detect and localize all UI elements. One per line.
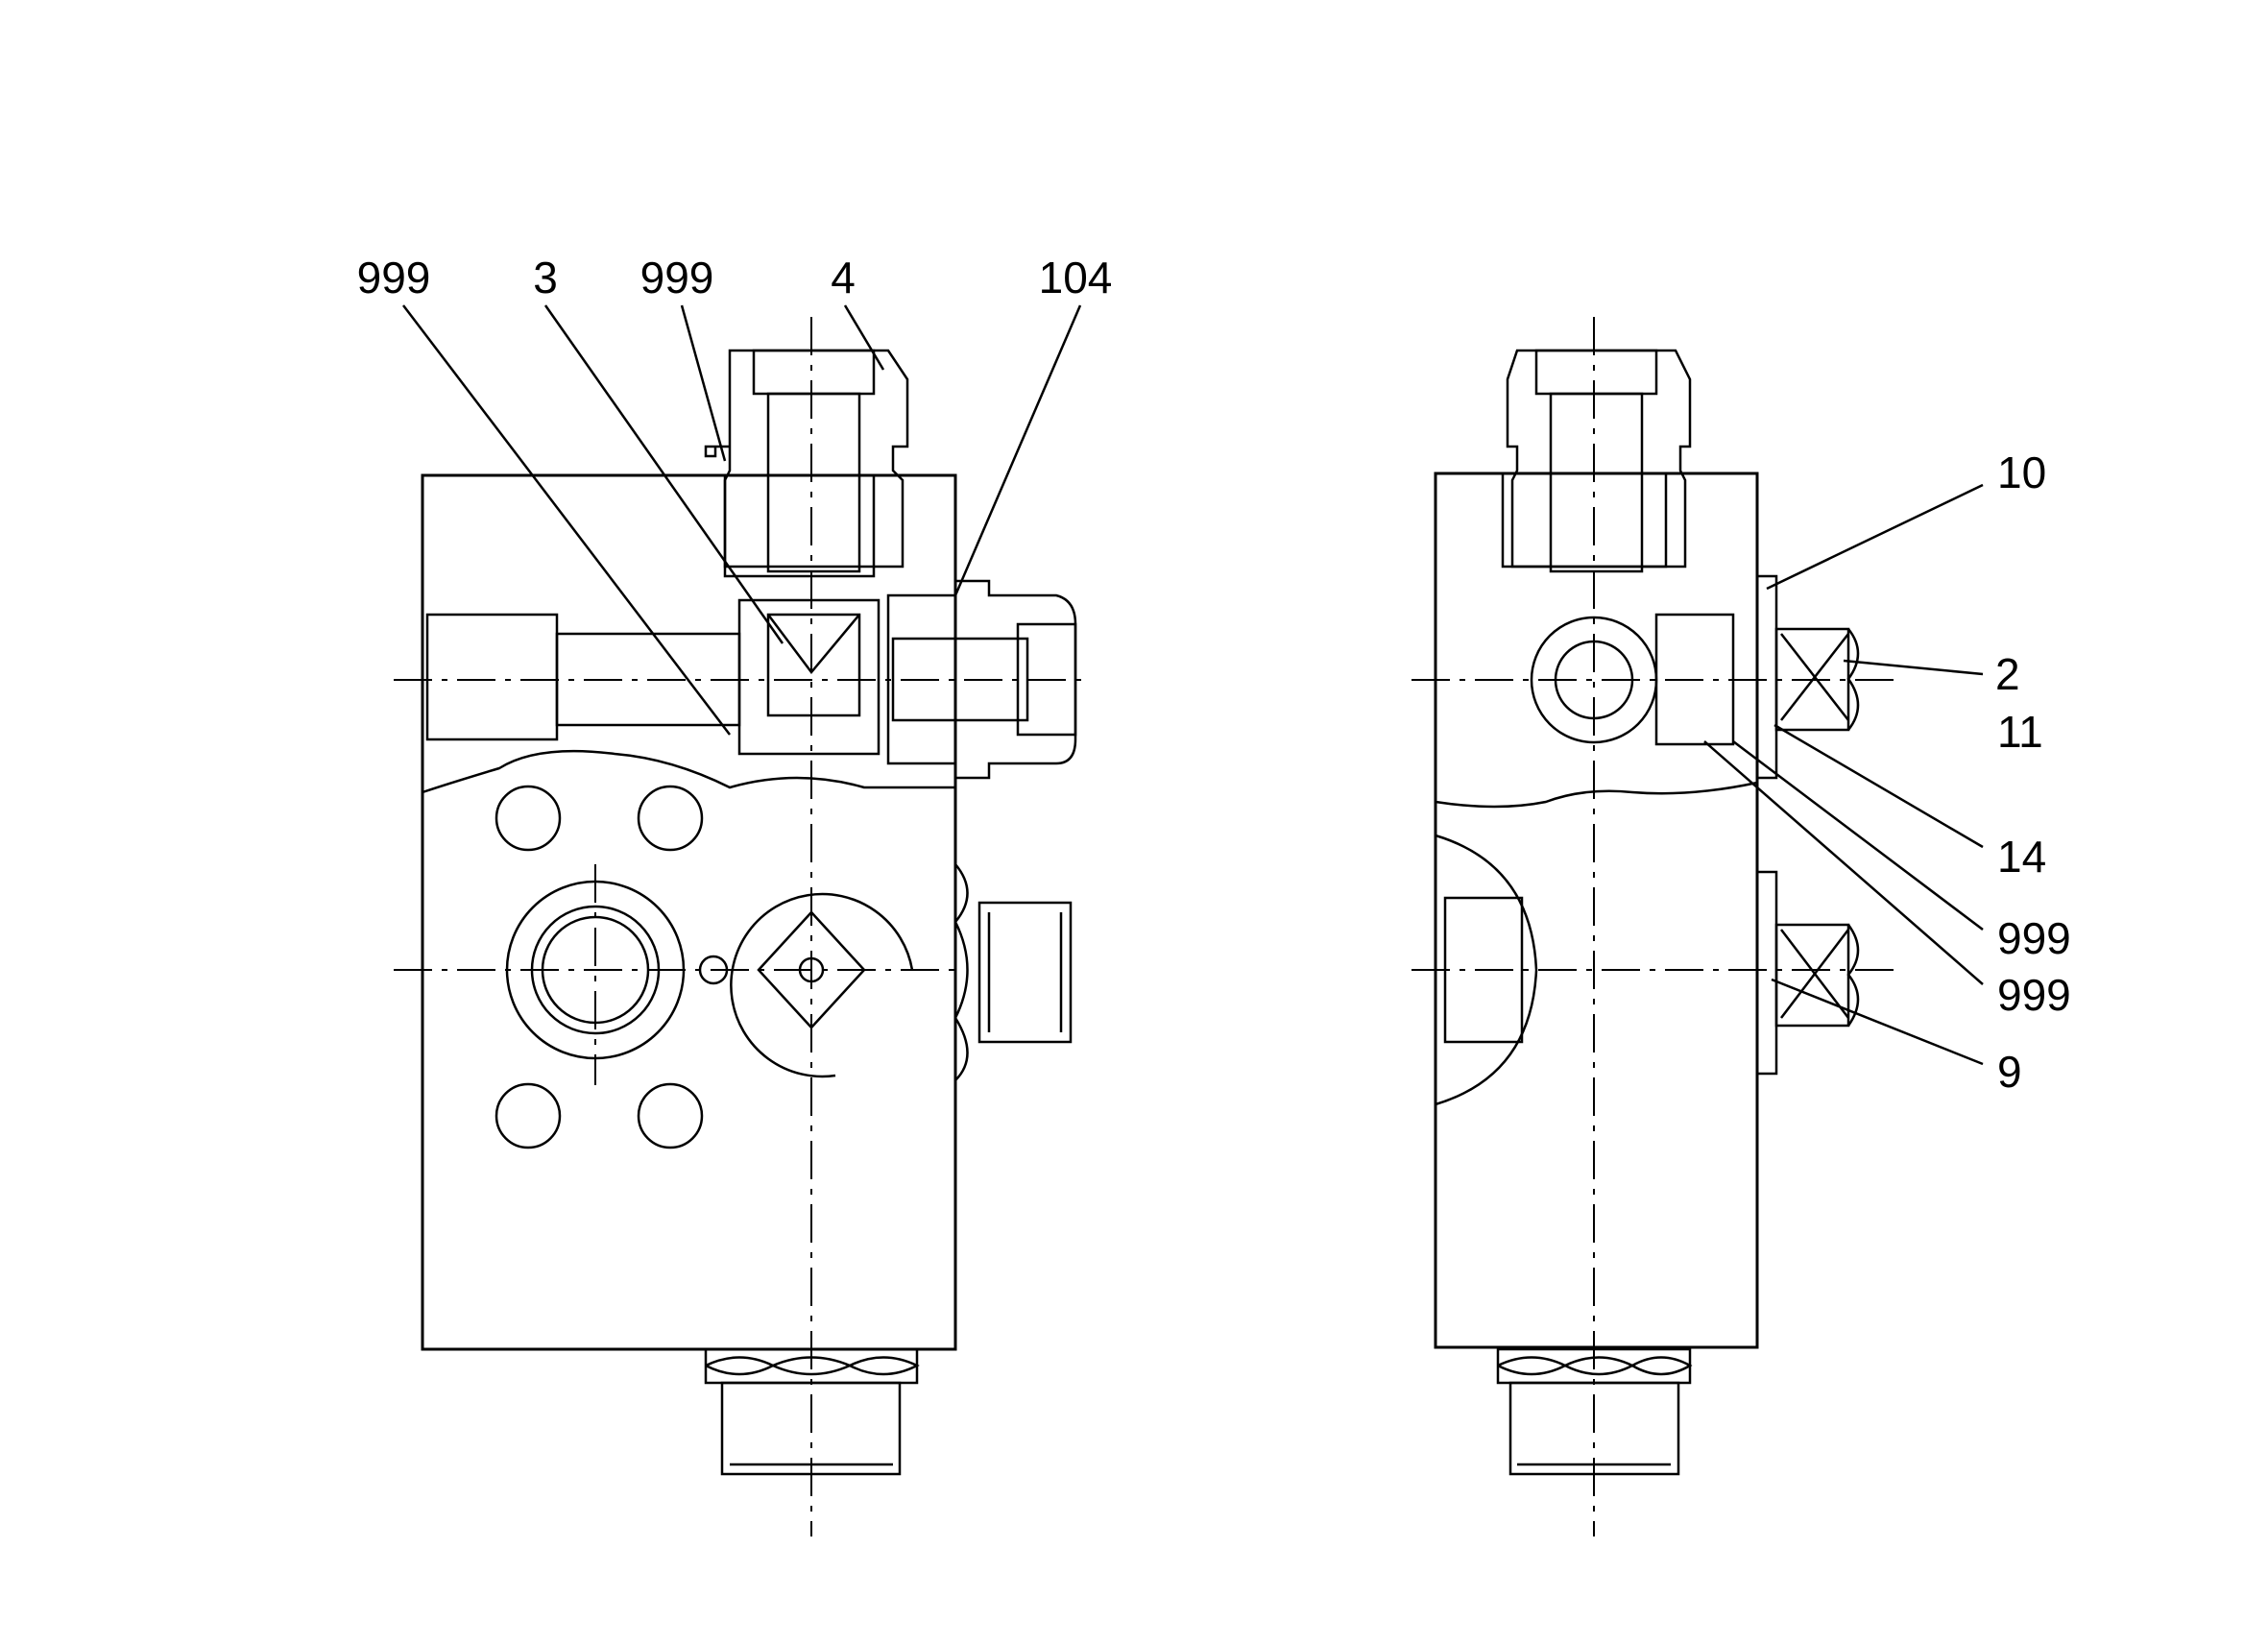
leader-4 [843, 304, 885, 371]
left-horizontal-bore [425, 613, 559, 741]
callout-9: 9 [1997, 1047, 2022, 1097]
leader-999-lower-right [1703, 740, 1984, 985]
right-view [1411, 317, 1896, 1536]
left-port-lower-right [637, 1082, 704, 1149]
callout-104: 104 [1039, 253, 1113, 302]
right-fitting-bore [1549, 392, 1644, 573]
right-partial-section [1434, 834, 1538, 1106]
leader-lines [402, 304, 1984, 1066]
left-section-hatch [421, 473, 957, 794]
leader-3 [543, 304, 784, 644]
callout-999-mid: 999 [640, 253, 714, 302]
right-side-plug-lower [1755, 870, 1860, 1076]
leader-999-mid [680, 304, 727, 462]
leader-14 [1773, 723, 1984, 849]
left-side-hex-nut [953, 863, 1073, 1081]
callout-999-left: 999 [357, 253, 431, 302]
left-cartridge-face [730, 892, 914, 1078]
right-section-hatch [1434, 472, 1759, 809]
leader-9 [1771, 978, 1984, 1066]
left-fitting-mouth [752, 349, 876, 396]
left-cartridge-core [766, 613, 861, 717]
callout-3: 3 [533, 253, 558, 302]
callout-999-lower-right: 999 [1997, 970, 2071, 1020]
leader-2 [1843, 659, 1984, 676]
left-port-lower-left [495, 1082, 562, 1149]
callout-10: 10 [1997, 448, 2046, 497]
left-right-plug [886, 579, 1077, 780]
callout-999-upper-right: 999 [1997, 913, 2071, 963]
right-valve-body [1434, 472, 1759, 1349]
callout-14: 14 [1997, 832, 2046, 882]
right-fitting-mouth [1534, 349, 1658, 396]
callout-11: 11 [1997, 707, 2043, 757]
left-top-fitting [704, 349, 909, 568]
right-side-plug-upper [1755, 574, 1860, 780]
callout-2: 2 [1995, 649, 2020, 699]
leader-10 [1766, 483, 1984, 591]
leader-999-upper-right [1732, 740, 1984, 931]
left-port-upper-left [495, 785, 562, 852]
right-top-fitting [1506, 349, 1692, 568]
callout-4: 4 [831, 253, 856, 302]
left-cartridge-insert [737, 598, 881, 756]
leader-999-left [402, 304, 731, 736]
left-fitting-bore [766, 392, 861, 573]
leader-104 [953, 304, 1082, 596]
left-view [394, 317, 1085, 1536]
callout-labels: 999 3 999 4 104 10 2 11 14 999 999 9 [357, 253, 2071, 1097]
left-port-upper-right [637, 785, 704, 852]
